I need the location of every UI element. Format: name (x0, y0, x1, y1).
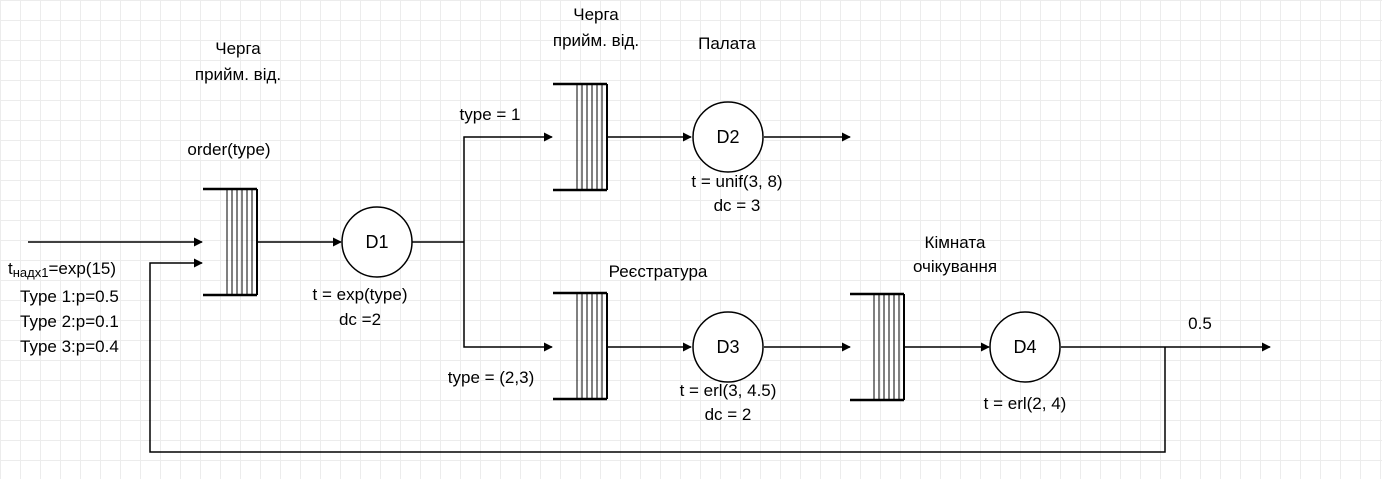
d4-time: t = erl(2, 4) (984, 394, 1067, 413)
server-d2-circle (692, 101, 764, 173)
queue-top-title-line2: прийм. від. (553, 31, 639, 50)
server-d4-circle (989, 311, 1061, 383)
queue-reception (203, 187, 258, 297)
server-d1-circle (341, 206, 413, 278)
branch-bottom-arrow (463, 242, 553, 352)
feedback-loop-line (149, 258, 1166, 453)
queue-waiting-title-line1: Кімната (925, 233, 986, 252)
server-d3-circle (692, 311, 764, 383)
queue-reception-title-line2: прийм. від. (195, 65, 281, 84)
d2-dc: dc = 3 (714, 196, 761, 215)
type-1-probability: Type 1:p=0.5 (20, 287, 119, 306)
queue-registry-title: Реєстратура (609, 262, 708, 281)
d2-title: Палата (698, 34, 756, 53)
exit-probability: 0.5 (1188, 314, 1212, 333)
branch-bottom-label: type = (2,3) (448, 368, 534, 387)
server-d1-label: D1 (365, 232, 388, 252)
queue-reception-order: order(type) (187, 140, 270, 159)
type-2-probability: Type 2:p=0.1 (20, 312, 119, 331)
queue-top-title-line1: Черга (573, 5, 619, 24)
queue-registry (553, 291, 608, 401)
queue-waiting-title-line2: очікування (913, 257, 997, 276)
d3-dc: dc = 2 (705, 405, 752, 424)
d1-dc: dc =2 (339, 310, 381, 329)
server-d2-label: D2 (716, 127, 739, 147)
branch-top-label: type = 1 (460, 105, 521, 124)
queue-top (553, 82, 608, 192)
server-d4-label: D4 (1013, 337, 1036, 357)
d2-time: t = unif(3, 8) (691, 172, 782, 191)
type-3-probability: Type 3:p=0.4 (20, 337, 119, 356)
d3-time: t = erl(3, 4.5) (680, 381, 777, 400)
queue-waiting-room (850, 292, 905, 402)
arrival-distribution: tнадх1=exp(15) (8, 259, 116, 280)
d1-time: t = exp(type) (313, 285, 408, 304)
server-d3-label: D3 (716, 337, 739, 357)
branch-top-arrow (463, 132, 553, 242)
queue-reception-title-line1: Черга (215, 39, 261, 58)
